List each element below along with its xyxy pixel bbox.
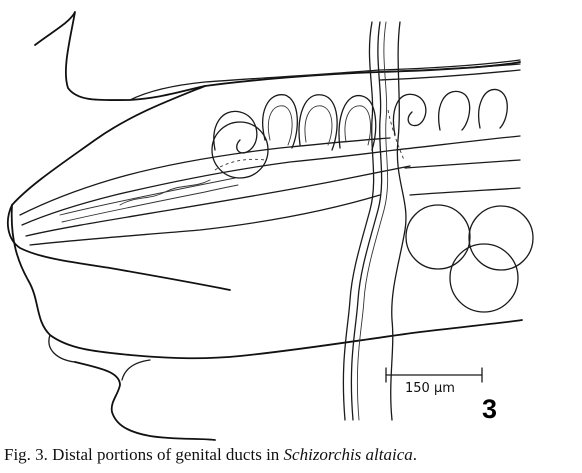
- scale-bar-label: 150 μm: [405, 381, 455, 396]
- coil-dash: [214, 158, 266, 171]
- vagina-upper: [59, 177, 236, 216]
- figure-number: 3: [482, 394, 497, 424]
- scale-bar: 150 μm: [385, 367, 483, 396]
- body-outline-top-inner: [129, 59, 521, 101]
- duct-channel-2: [21, 149, 396, 226]
- oocyte-2: [468, 205, 534, 271]
- coil-bulb: [211, 121, 269, 179]
- cirrus-sac-outline: [6, 85, 231, 291]
- excretory-canal-3: [356, 21, 389, 421]
- uterus-loops: [392, 88, 508, 136]
- duct-channel-3: [25, 165, 411, 237]
- oocyte-1: [405, 204, 471, 270]
- right-mid-line: [394, 135, 521, 169]
- lower-body-outline-2: [48, 334, 76, 363]
- caption-prefix: Fig. 3. Distal portions of genital ducts…: [4, 445, 284, 464]
- oocyte-3: [449, 243, 519, 313]
- cirrus-coil: [213, 94, 377, 154]
- figure-caption: Fig. 3. Distal portions of genital ducts…: [4, 445, 580, 465]
- caption-species: Schizorchis altaica: [283, 445, 413, 464]
- right-upper-lines: [379, 63, 521, 81]
- vagina-lower: [61, 184, 239, 223]
- canal-dash: [387, 109, 405, 161]
- excretory-canal-1: [342, 21, 375, 421]
- body-outline-top: [34, 11, 521, 101]
- caption-suffix: .: [412, 445, 418, 464]
- bottom-lobe-left: [121, 359, 151, 381]
- right-lower-line: [409, 187, 521, 196]
- excretory-canal-2: [350, 21, 383, 421]
- duct-channel-4: [29, 194, 381, 246]
- cirrus-coil-inner: [267, 105, 371, 146]
- excretory-canal-4: [390, 21, 407, 421]
- vagina-wavy: [119, 179, 211, 206]
- duct-channel-1: [19, 137, 391, 216]
- bottom-lobe: [74, 361, 216, 441]
- lower-body-outline: [10, 204, 523, 360]
